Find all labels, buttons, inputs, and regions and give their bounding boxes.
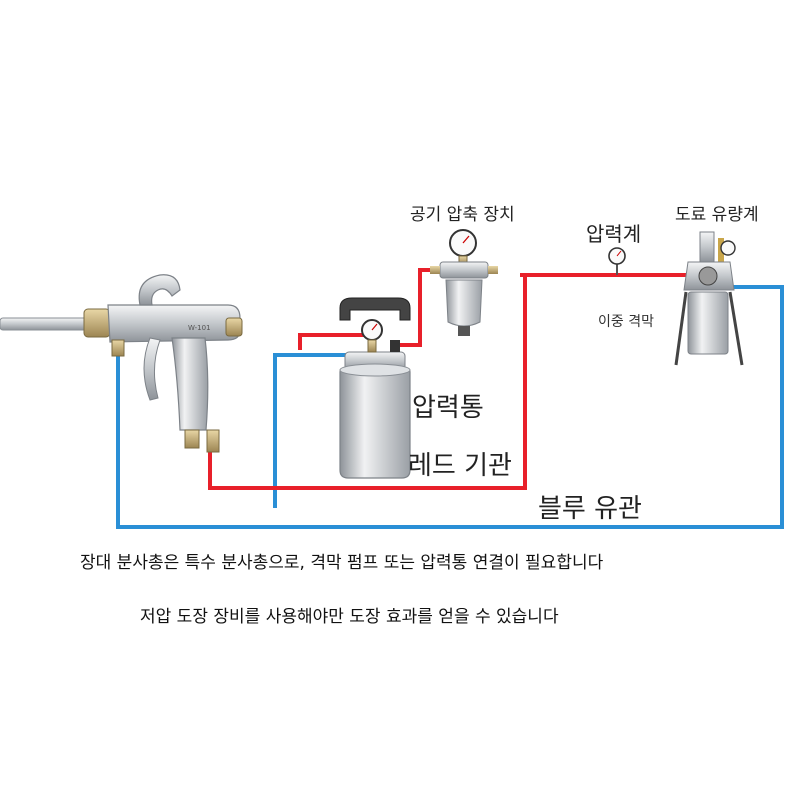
pressure-tank	[339, 297, 411, 479]
gun-nozzle	[83, 308, 111, 338]
gun-side-fitting	[111, 339, 125, 357]
spray-gun: W-101	[0, 274, 243, 453]
gun-handle	[171, 337, 209, 431]
label-pressure-gauge: 압력계	[586, 222, 642, 246]
gun-extension-pole	[0, 317, 93, 331]
caption-line-1: 장대 분사총은 특수 분사총으로, 격막 펌프 또는 압력통 연결이 필요합니다	[80, 553, 604, 573]
air-regulator	[430, 229, 498, 336]
diaphragm-pump	[674, 231, 744, 366]
tank-handle	[339, 297, 411, 321]
gun-marking: W-101	[188, 324, 211, 332]
pump-container	[687, 291, 729, 355]
caption-line-2: 저압 도장 장비를 사용해야만 도장 효과를 얻을 수 있습니다	[140, 607, 559, 627]
gun-trigger	[143, 337, 161, 401]
label-paint-flow-meter: 도료 유량계	[675, 205, 759, 225]
line-pressure-gauge	[608, 247, 626, 275]
red-pipe	[208, 268, 690, 490]
label-double-diaphragm: 이중 격막	[598, 314, 654, 330]
label-blue-pipe: 블루 유관	[538, 494, 642, 524]
gun-hook	[138, 274, 181, 306]
gun-air-inlet	[184, 429, 200, 449]
blue-pipe	[116, 285, 784, 529]
regulator-bowl	[445, 279, 483, 327]
pump-stand-right	[728, 291, 744, 366]
gun-adjust-knob	[225, 317, 243, 337]
gun-fluid-inlet	[206, 429, 220, 453]
pump-stand-left	[674, 291, 688, 366]
gun-body	[107, 304, 241, 343]
label-air-compressor: 공기 압축 장치	[410, 205, 515, 225]
regulator-head	[439, 261, 489, 279]
label-red-pipe: 레드 기관	[408, 451, 512, 481]
label-pressure-tank: 압력통	[412, 393, 484, 423]
tank-body	[339, 367, 411, 479]
